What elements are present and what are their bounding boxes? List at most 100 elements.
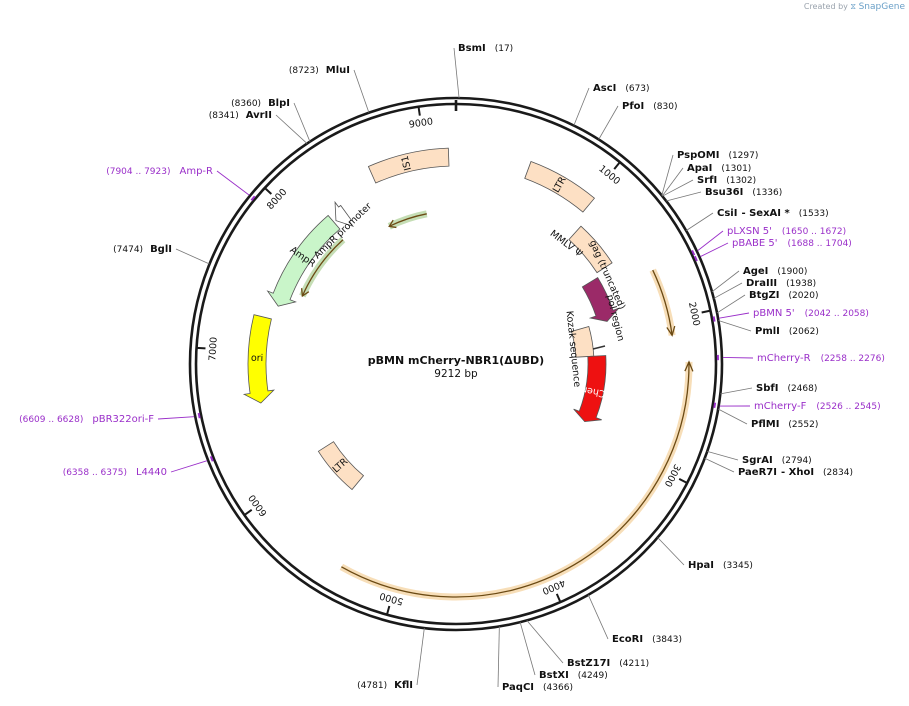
site-position: (1302)	[726, 176, 756, 186]
site-name: BtgZI	[749, 290, 780, 301]
site-position: (1533)	[799, 209, 829, 219]
site-leader-line	[175, 248, 210, 265]
site-label: AscI (673)	[593, 83, 650, 94]
primer-leader-line	[170, 460, 208, 473]
primer-leader-line	[722, 356, 754, 359]
primer-binding-mark	[713, 402, 717, 409]
site-leader-line	[573, 87, 590, 126]
restriction-site: BtgZI(2020)	[716, 290, 818, 314]
gag-feature-shape	[581, 277, 621, 322]
site-leader-line	[293, 102, 311, 142]
tick-label: 1000	[596, 163, 622, 187]
primer-name: mCherry-F	[754, 401, 807, 412]
primer-range: (6358 .. 6375)	[63, 468, 127, 478]
restriction-site: PaeR7I- XhoI(2834)	[704, 457, 853, 478]
site-position: (2834)	[823, 468, 853, 478]
site-label: SrfI(1302)	[697, 175, 756, 186]
is1-feature-label: IS1	[400, 154, 414, 171]
ltr5-feature-shape	[524, 160, 596, 213]
restriction-site: (8360)BlpI	[231, 98, 311, 142]
primer-name: pBMN 5'	[753, 308, 795, 319]
site-position: (3843)	[652, 635, 682, 645]
site-position: (1336)	[752, 188, 782, 198]
credit-prefix: Created by	[803, 2, 848, 11]
restriction-site: BstZ17I(4211)	[526, 620, 649, 669]
tick-mark	[417, 106, 421, 116]
site-name: SbfI	[756, 383, 778, 394]
restriction-site: PflMI(2552)	[717, 408, 818, 430]
restriction-site: PmlI(2062)	[718, 320, 819, 337]
site-leader-line	[519, 622, 536, 676]
restriction-site: EcoRI(3843)	[587, 594, 682, 645]
tick-mark	[613, 161, 621, 170]
plasmid-length: 9212 bp	[434, 368, 478, 380]
site-label: (4781)KflI	[357, 680, 413, 691]
primer-label: mCherry-F (2526 .. 2545)	[754, 401, 881, 412]
psi-feature	[568, 225, 613, 274]
site-name: BlpI	[268, 98, 290, 109]
primer-range: (1688 .. 1704)	[788, 239, 852, 249]
site-name: BsmI	[458, 43, 486, 54]
site-leader-line	[717, 408, 748, 425]
primer-binding-mark	[250, 195, 256, 201]
primer-name: Amp-R	[180, 166, 214, 177]
orf-arrow-top	[649, 268, 676, 337]
tick-label: 6000	[247, 492, 270, 518]
restriction-site: PspOMI(1297)	[661, 150, 758, 196]
orf-arrow-is1	[387, 210, 428, 230]
site-leader-line	[453, 47, 460, 99]
site-name: AscI	[593, 83, 616, 94]
tick-label: 7000	[207, 337, 219, 362]
site-label: (8341)AvrII	[209, 110, 272, 121]
tick-label: 9000	[408, 116, 434, 130]
site-label: BtgZI(2020)	[749, 290, 818, 301]
site-label: ApaI(1301)	[687, 163, 751, 174]
site-name: CsiI	[717, 208, 737, 219]
kozak-mark	[592, 345, 606, 350]
primer-site: mCherry-R(2258 .. 2276)	[716, 353, 885, 364]
orf-arrow-is1-glow	[387, 210, 428, 230]
ltr3-feature-shape	[317, 441, 365, 491]
primer-leader-line	[718, 312, 750, 319]
site-label: SbfI(2468)	[756, 383, 817, 394]
site-name: MluI	[326, 65, 350, 76]
site-position: (830)	[653, 102, 677, 112]
primer-label: (6609 .. 6628)pBR322ori-F	[19, 414, 154, 425]
primer-name: L4440	[136, 467, 167, 478]
site-name: PaeR7I	[738, 467, 777, 478]
orf-arrow-ampr	[299, 237, 346, 298]
tick-mark	[243, 509, 253, 516]
primer-site: mCherry-F (2526 .. 2545)	[713, 401, 881, 412]
orf-arrow-is1-head	[388, 219, 397, 229]
primer-label: mCherry-R(2258 .. 2276)	[757, 353, 885, 364]
primer-site: (6609 .. 6628)pBR322ori-F	[19, 412, 201, 425]
primer-label: (7904 .. 7923)Amp-R	[106, 166, 213, 177]
orf-arrow-ampr-head	[300, 288, 310, 298]
primer-binding-mark	[209, 456, 214, 462]
primer-range: (2526 .. 2545)	[816, 402, 880, 412]
site-label: Bsu36I(1336)	[705, 187, 782, 198]
site-position: (2062)	[789, 327, 819, 337]
site-leader-line	[685, 212, 714, 231]
site-position: (4366)	[543, 683, 573, 693]
site-label: DraIII(1938)	[746, 278, 816, 289]
site-leader-line	[657, 537, 685, 566]
primer-name: pBR322ori-F	[92, 414, 154, 425]
restriction-site: SgrAI(2794)	[707, 451, 812, 466]
site-position: (673)	[625, 84, 649, 94]
restriction-site: PaqCI (4366)	[497, 626, 573, 693]
site-label: PaeR7I- XhoI(2834)	[738, 467, 853, 478]
ampr-feature-shape	[266, 214, 341, 307]
site-label: BstZ17I(4211)	[567, 658, 649, 669]
outer-features	[299, 210, 694, 601]
site-name: PaqCI	[502, 682, 534, 693]
site-leader-line	[661, 154, 674, 196]
restriction-site: AscI (673)	[573, 83, 650, 126]
site-name: AvrII	[246, 110, 272, 121]
is1-feature-shape	[367, 147, 450, 184]
restriction-site: (8341)AvrII	[209, 110, 308, 144]
primer-leader-line	[157, 416, 195, 420]
site-leader-line	[713, 282, 743, 299]
site-position: (1900)	[777, 267, 807, 277]
